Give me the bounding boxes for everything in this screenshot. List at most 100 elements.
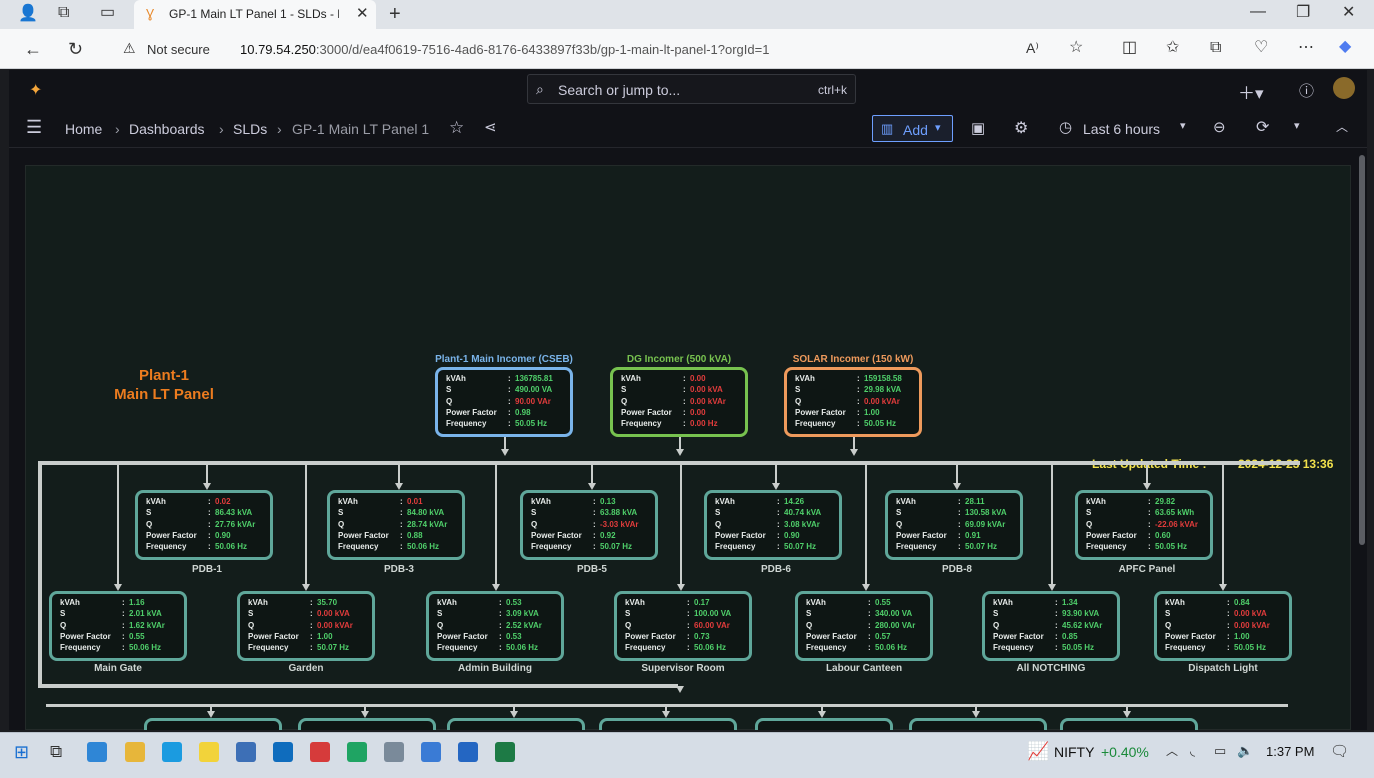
time-range-picker[interactable]: Last 6 hours	[1083, 121, 1161, 137]
active-tab[interactable]: Ɣ GP-1 Main LT Panel 1 - SLDs - Dashboar…	[134, 0, 376, 29]
next-row-meter-box[interactable]	[447, 718, 585, 730]
notepad-icon[interactable]	[421, 742, 441, 762]
share-icon[interactable]: ⋖	[484, 119, 497, 136]
next-row-meter-box[interactable]	[1060, 718, 1198, 730]
next-row-meter-box[interactable]	[599, 718, 737, 730]
settings-gear-icon[interactable]: ⚙	[1014, 120, 1029, 137]
minimize-icon[interactable]: —	[1250, 3, 1266, 20]
breadcrumb-home[interactable]: Home	[65, 121, 103, 137]
menu-icon[interactable]: ☰	[26, 117, 43, 137]
chevron-down-icon[interactable]: ▾	[1180, 120, 1186, 132]
workspaces-icon[interactable]: ⧉	[58, 4, 70, 21]
tools-icon[interactable]	[384, 742, 404, 762]
not-secure-label[interactable]: Not secure	[147, 42, 210, 57]
arrow-down-icon	[203, 483, 211, 490]
reload-icon[interactable]: ↻	[68, 39, 84, 59]
app-icon[interactable]	[236, 742, 256, 762]
collections-icon[interactable]: ⧉	[1210, 39, 1222, 56]
notifications-icon[interactable]: 🗨	[1330, 743, 1350, 760]
remote-desktop-icon[interactable]	[458, 742, 478, 762]
new-tab-icon[interactable]: +	[389, 3, 401, 25]
save-icon[interactable]: ▣	[971, 120, 986, 137]
outlook-icon[interactable]	[273, 742, 293, 762]
next-row-meter-box[interactable]	[298, 718, 436, 730]
browser-essentials-icon[interactable]: ♡	[1254, 39, 1269, 56]
read-aloud-icon[interactable]: A⁾	[1026, 40, 1039, 56]
zoom-out-icon[interactable]: ⊖	[1213, 119, 1226, 136]
sticky-notes-icon[interactable]	[199, 742, 219, 762]
url-field[interactable]: 10.79.54.250:3000/d/ea4f0619-7516-4ad6-8…	[240, 42, 769, 57]
new-icon[interactable]: ＋▾	[1238, 84, 1264, 103]
volume-icon[interactable]: 🔈	[1237, 743, 1254, 758]
meter-value-q: 90.00 VAr	[515, 396, 551, 406]
profile-icon[interactable]: 👤	[18, 5, 38, 22]
pdb-label: PDB-1	[191, 564, 222, 575]
scrollbar-thumb[interactable]	[1359, 155, 1365, 545]
favorites-icon[interactable]: ✩	[1166, 39, 1180, 56]
battery-icon[interactable]: ▭	[1214, 743, 1227, 758]
split-screen-icon[interactable]: ◫	[1122, 39, 1138, 56]
copilot-icon[interactable]: ◆	[1339, 38, 1352, 55]
warning-icon[interactable]: ⚠	[123, 40, 136, 56]
file-explorer-icon[interactable]	[125, 742, 145, 762]
excel-icon[interactable]	[495, 742, 515, 762]
meter-row-pf: Power Factor:0.90	[715, 531, 839, 542]
meter-value-kvah: 0.55	[875, 598, 891, 607]
next-row-meter-box[interactable]	[755, 718, 893, 730]
clock-icon[interactable]: ◷	[1059, 119, 1073, 136]
breadcrumb-slds[interactable]: SLDs	[233, 121, 268, 137]
task-view-icon[interactable]: ⧉	[50, 742, 63, 761]
meter-value-kvah: 0.13	[600, 497, 616, 506]
user-avatar[interactable]	[1333, 77, 1355, 99]
meter-colon: :	[1227, 620, 1230, 630]
window-close-icon[interactable]: ✕	[1342, 4, 1356, 21]
breadcrumb-dashboards[interactable]: Dashboards	[129, 121, 205, 137]
panel-scrollbar[interactable]	[1358, 155, 1366, 545]
add-button[interactable]: ▥ Add ▾	[872, 115, 953, 142]
skype-icon[interactable]	[162, 742, 182, 762]
next-row-meter-box[interactable]	[909, 718, 1047, 730]
favorite-star-icon[interactable]: ☆	[1069, 39, 1084, 56]
collapse-chevron-up-icon[interactable]: ︿	[1336, 120, 1349, 134]
more-menu-icon[interactable]: ⋯	[1298, 39, 1314, 56]
star-icon[interactable]: ☆	[449, 118, 465, 137]
anydesk-icon[interactable]	[310, 742, 330, 762]
refresh-icon[interactable]: ⟳	[1256, 119, 1270, 136]
windows-start-icon[interactable]: ⊞	[14, 742, 30, 762]
meter-value-pf: 0.91	[965, 530, 981, 540]
refresh-interval-chevron-icon[interactable]: ▾	[1294, 120, 1300, 132]
edge-icon[interactable]	[87, 742, 107, 762]
close-tab-icon[interactable]: ✕	[356, 5, 369, 22]
wifi-icon[interactable]: ◟	[1190, 743, 1196, 758]
maximize-icon[interactable]: ❐	[1296, 4, 1311, 21]
ticker-change[interactable]: +0.40%	[1101, 744, 1149, 760]
back-icon[interactable]: ←	[24, 39, 42, 59]
tab-actions-icon[interactable]: ▭	[100, 4, 116, 21]
grafana-logo-icon[interactable]: ✦	[29, 82, 43, 99]
search-input[interactable]: ⌕ Search or jump to... ctrl+k	[527, 74, 856, 104]
help-icon[interactable]: ⓘ	[1299, 83, 1315, 100]
next-row-meter-box[interactable]	[144, 718, 282, 730]
meter-colon: :	[687, 620, 690, 630]
tray-chevron-up-icon[interactable]: ︿	[1166, 744, 1179, 758]
ticker-name[interactable]: NIFTY	[1054, 744, 1095, 760]
breadcrumb-separator-icon: ›	[219, 121, 224, 137]
taskbar-clock[interactable]: 1:37 PM	[1266, 744, 1315, 759]
xbox-icon[interactable]	[347, 742, 367, 762]
